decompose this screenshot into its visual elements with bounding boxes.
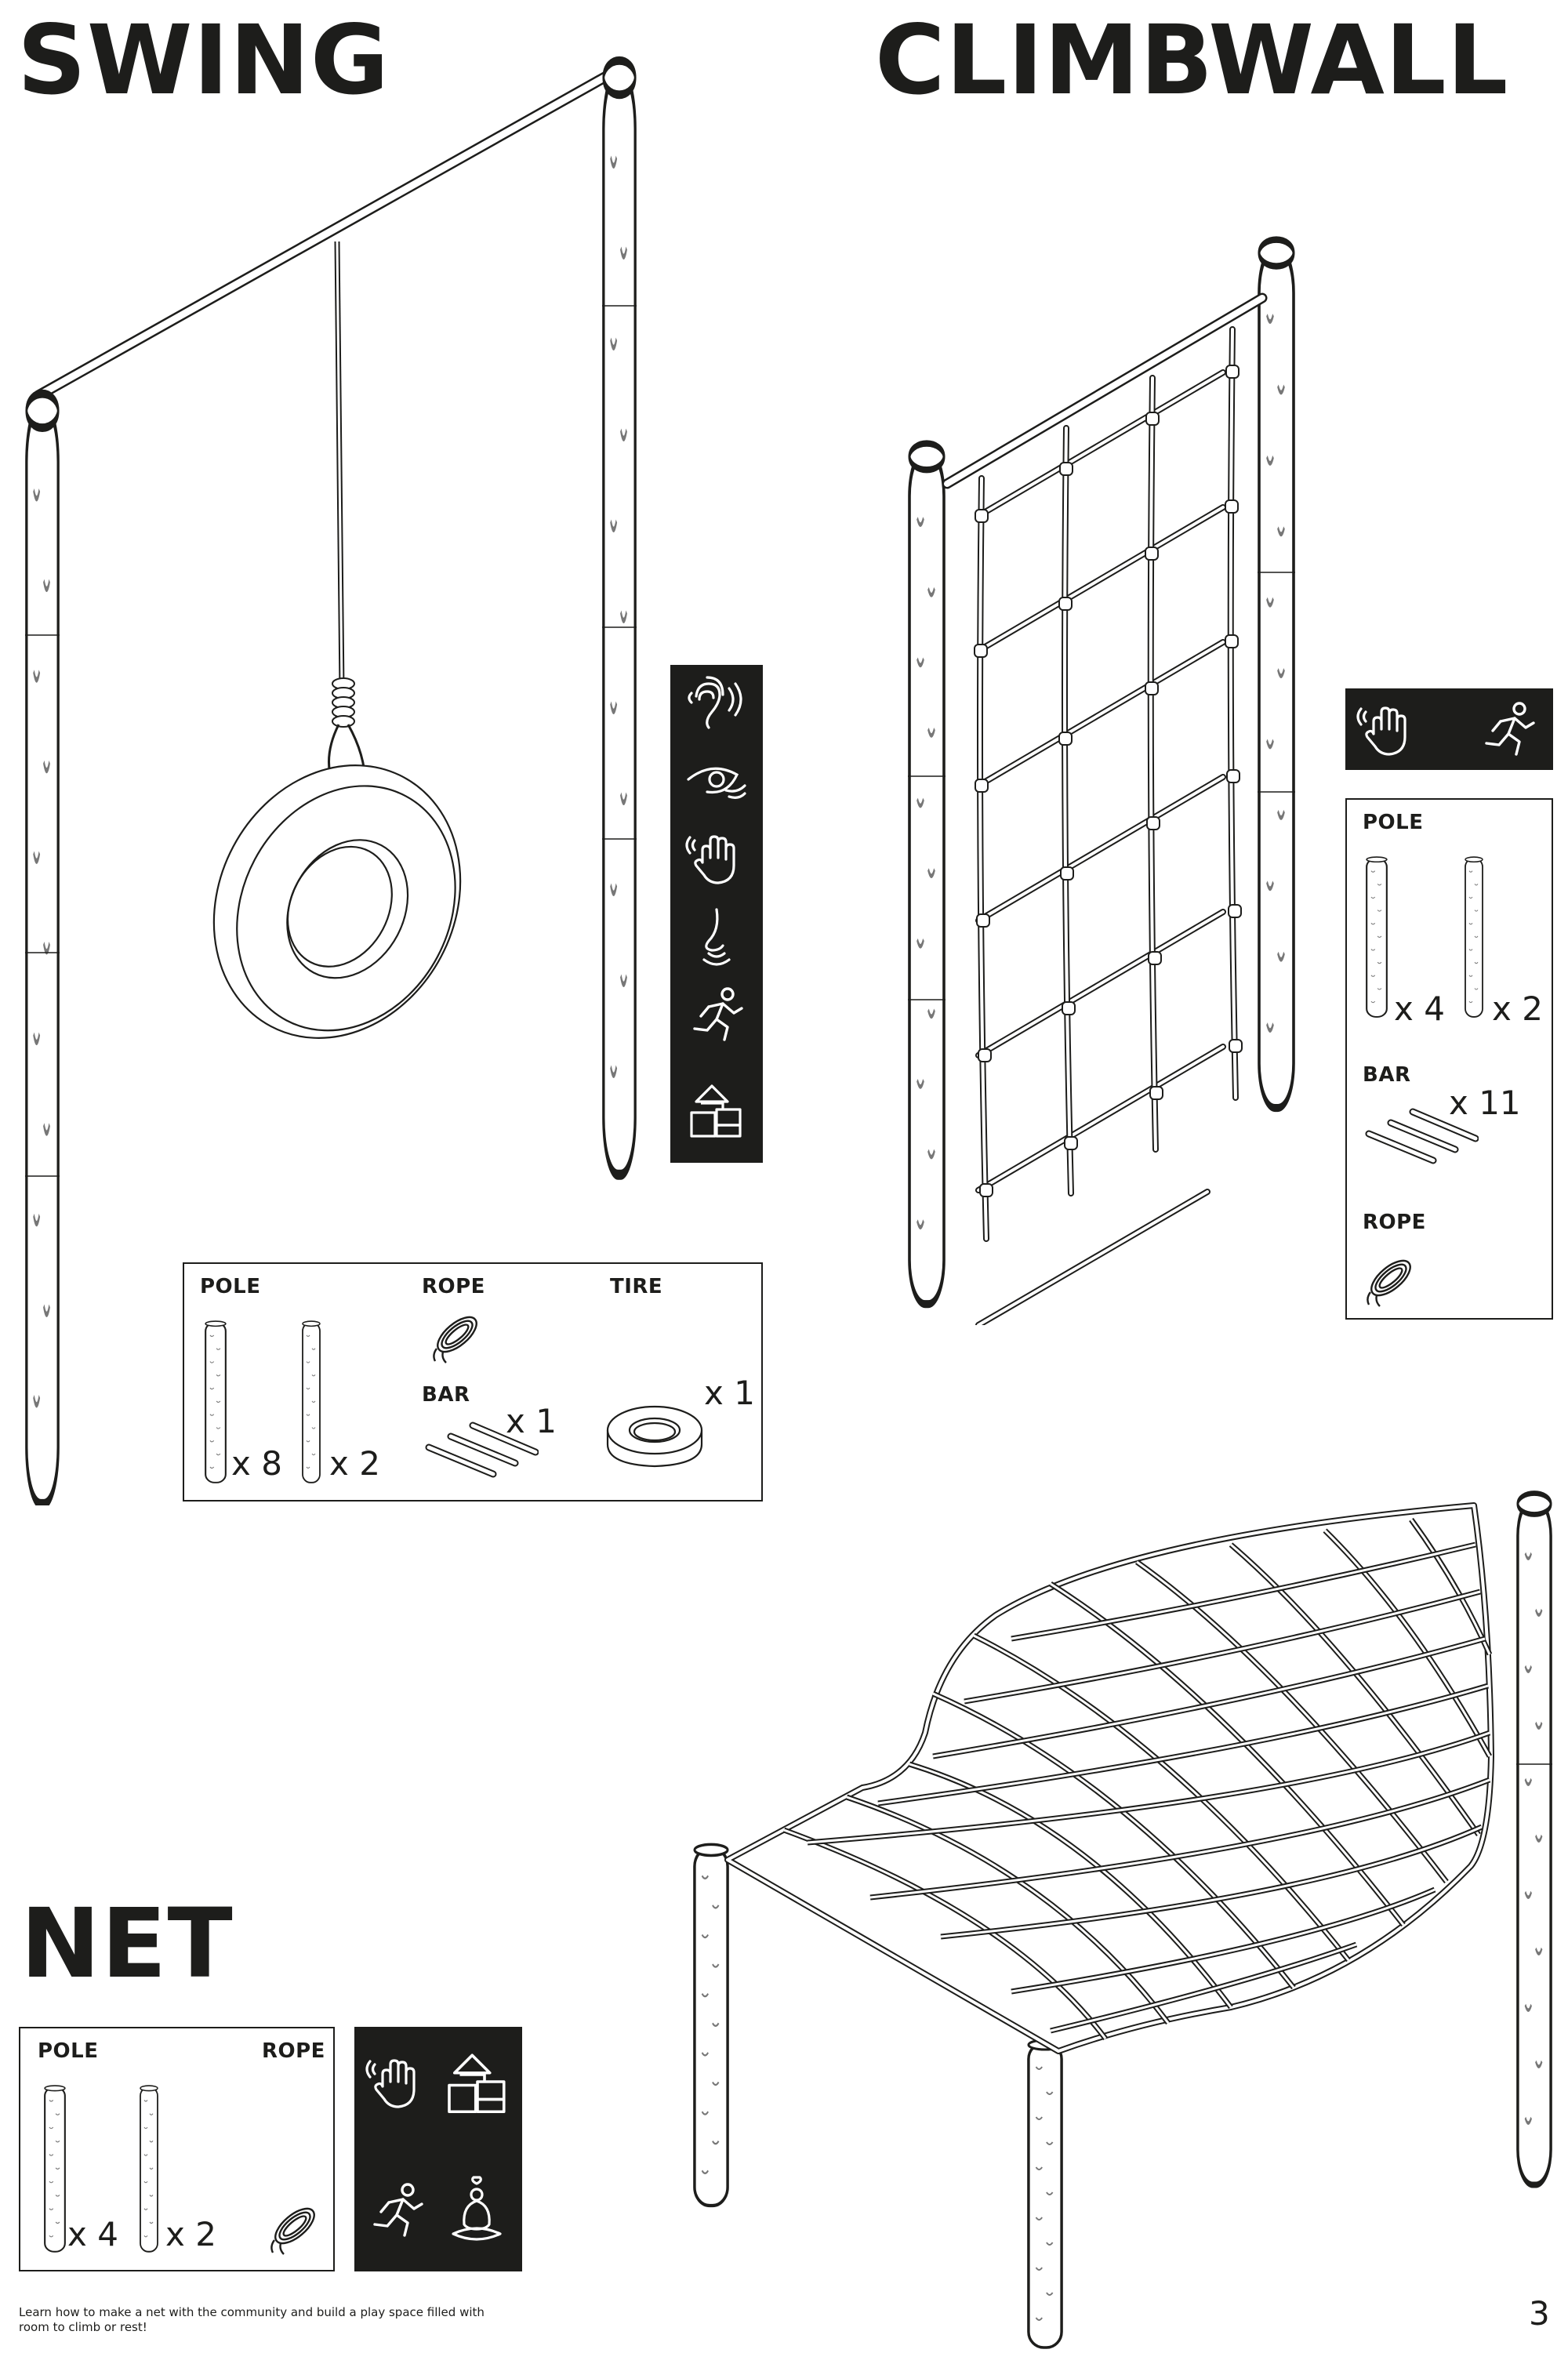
net-title: NET xyxy=(20,1888,234,1999)
hand-icon xyxy=(365,2050,428,2113)
swing-bar-qty: x 1 xyxy=(506,1402,557,1440)
climbwall-title: CLIMBWALL xyxy=(875,5,1509,116)
footer-line-2: room to climb or rest! xyxy=(19,2320,147,2334)
swing-title: SWING xyxy=(17,5,390,116)
climbwall-illustration xyxy=(908,227,1295,1325)
climbwall-pole-label: POLE xyxy=(1363,811,1424,834)
net-pole-part-long xyxy=(44,2085,66,2253)
net-rope-icon xyxy=(263,2195,326,2257)
climbwall-bar-label: BAR xyxy=(1363,1063,1411,1087)
swing-tire-qty: x 1 xyxy=(704,1374,755,1412)
footer-line-1: Learn how to make a net with the communi… xyxy=(19,2305,485,2319)
net-pole-qty-b: x 2 xyxy=(165,2215,216,2253)
page-number: 3 xyxy=(1529,2294,1550,2333)
net-pole-label: POLE xyxy=(38,2039,99,2063)
nose-icon xyxy=(702,908,731,966)
climbwall-parts-box: POLE x 4 x 2 BAR x 11 ROPE xyxy=(1345,798,1553,1320)
swing-pole-qty-b: x 2 xyxy=(329,1444,380,1483)
blocks-icon xyxy=(685,1074,748,1145)
swing-bar-label: BAR xyxy=(422,1383,470,1407)
net-illustration xyxy=(682,1474,1552,2349)
net-pole-qty-a: x 4 xyxy=(67,2215,118,2253)
ear-icon xyxy=(688,676,742,729)
running-icon xyxy=(365,2179,428,2242)
running-icon xyxy=(685,983,748,1046)
hand-icon xyxy=(685,826,748,889)
blocks-icon xyxy=(442,2046,513,2118)
swing-pole-part-short xyxy=(302,1320,321,1483)
swing-illustration xyxy=(25,31,637,1505)
net-senses-panel xyxy=(354,2027,522,2271)
swing-senses-panel xyxy=(670,665,763,1163)
climbwall-pole-qty-a: x 4 xyxy=(1394,989,1445,1028)
climbwall-bar-qty: x 11 xyxy=(1449,1084,1521,1122)
footer-note: Learn how to make a net with the communi… xyxy=(19,2305,485,2335)
climbwall-pole-part-short xyxy=(1465,856,1483,1018)
climbwall-rope-icon xyxy=(1359,1247,1422,1309)
eye-icon xyxy=(687,767,746,799)
swing-pole-part-long xyxy=(205,1320,227,1483)
swing-rope-label: ROPE xyxy=(422,1275,485,1298)
climbwall-senses-panel xyxy=(1345,688,1553,770)
net-rope-label: ROPE xyxy=(262,2039,325,2063)
swing-pole-label: POLE xyxy=(200,1275,261,1298)
climbwall-rope-label: ROPE xyxy=(1363,1211,1426,1234)
hand-icon xyxy=(1356,698,1419,761)
climbwall-pole-qty-b: x 2 xyxy=(1492,989,1543,1028)
net-pole-part-short xyxy=(140,2085,158,2253)
swing-parts-box: POLE ROPE TIRE x 8 x 2 BAR x 1 x 1 xyxy=(183,1262,763,1501)
swing-tire-label: TIRE xyxy=(610,1275,663,1298)
running-icon xyxy=(1477,698,1540,761)
climbwall-pole-part-long xyxy=(1366,856,1388,1018)
swing-rope-icon xyxy=(426,1303,488,1366)
meditation-icon xyxy=(452,2176,502,2241)
net-parts-box: POLE ROPE x 4 x 2 xyxy=(19,2027,335,2271)
swing-tire-icon xyxy=(606,1405,703,1468)
swing-pole-qty-a: x 8 xyxy=(231,1444,282,1483)
